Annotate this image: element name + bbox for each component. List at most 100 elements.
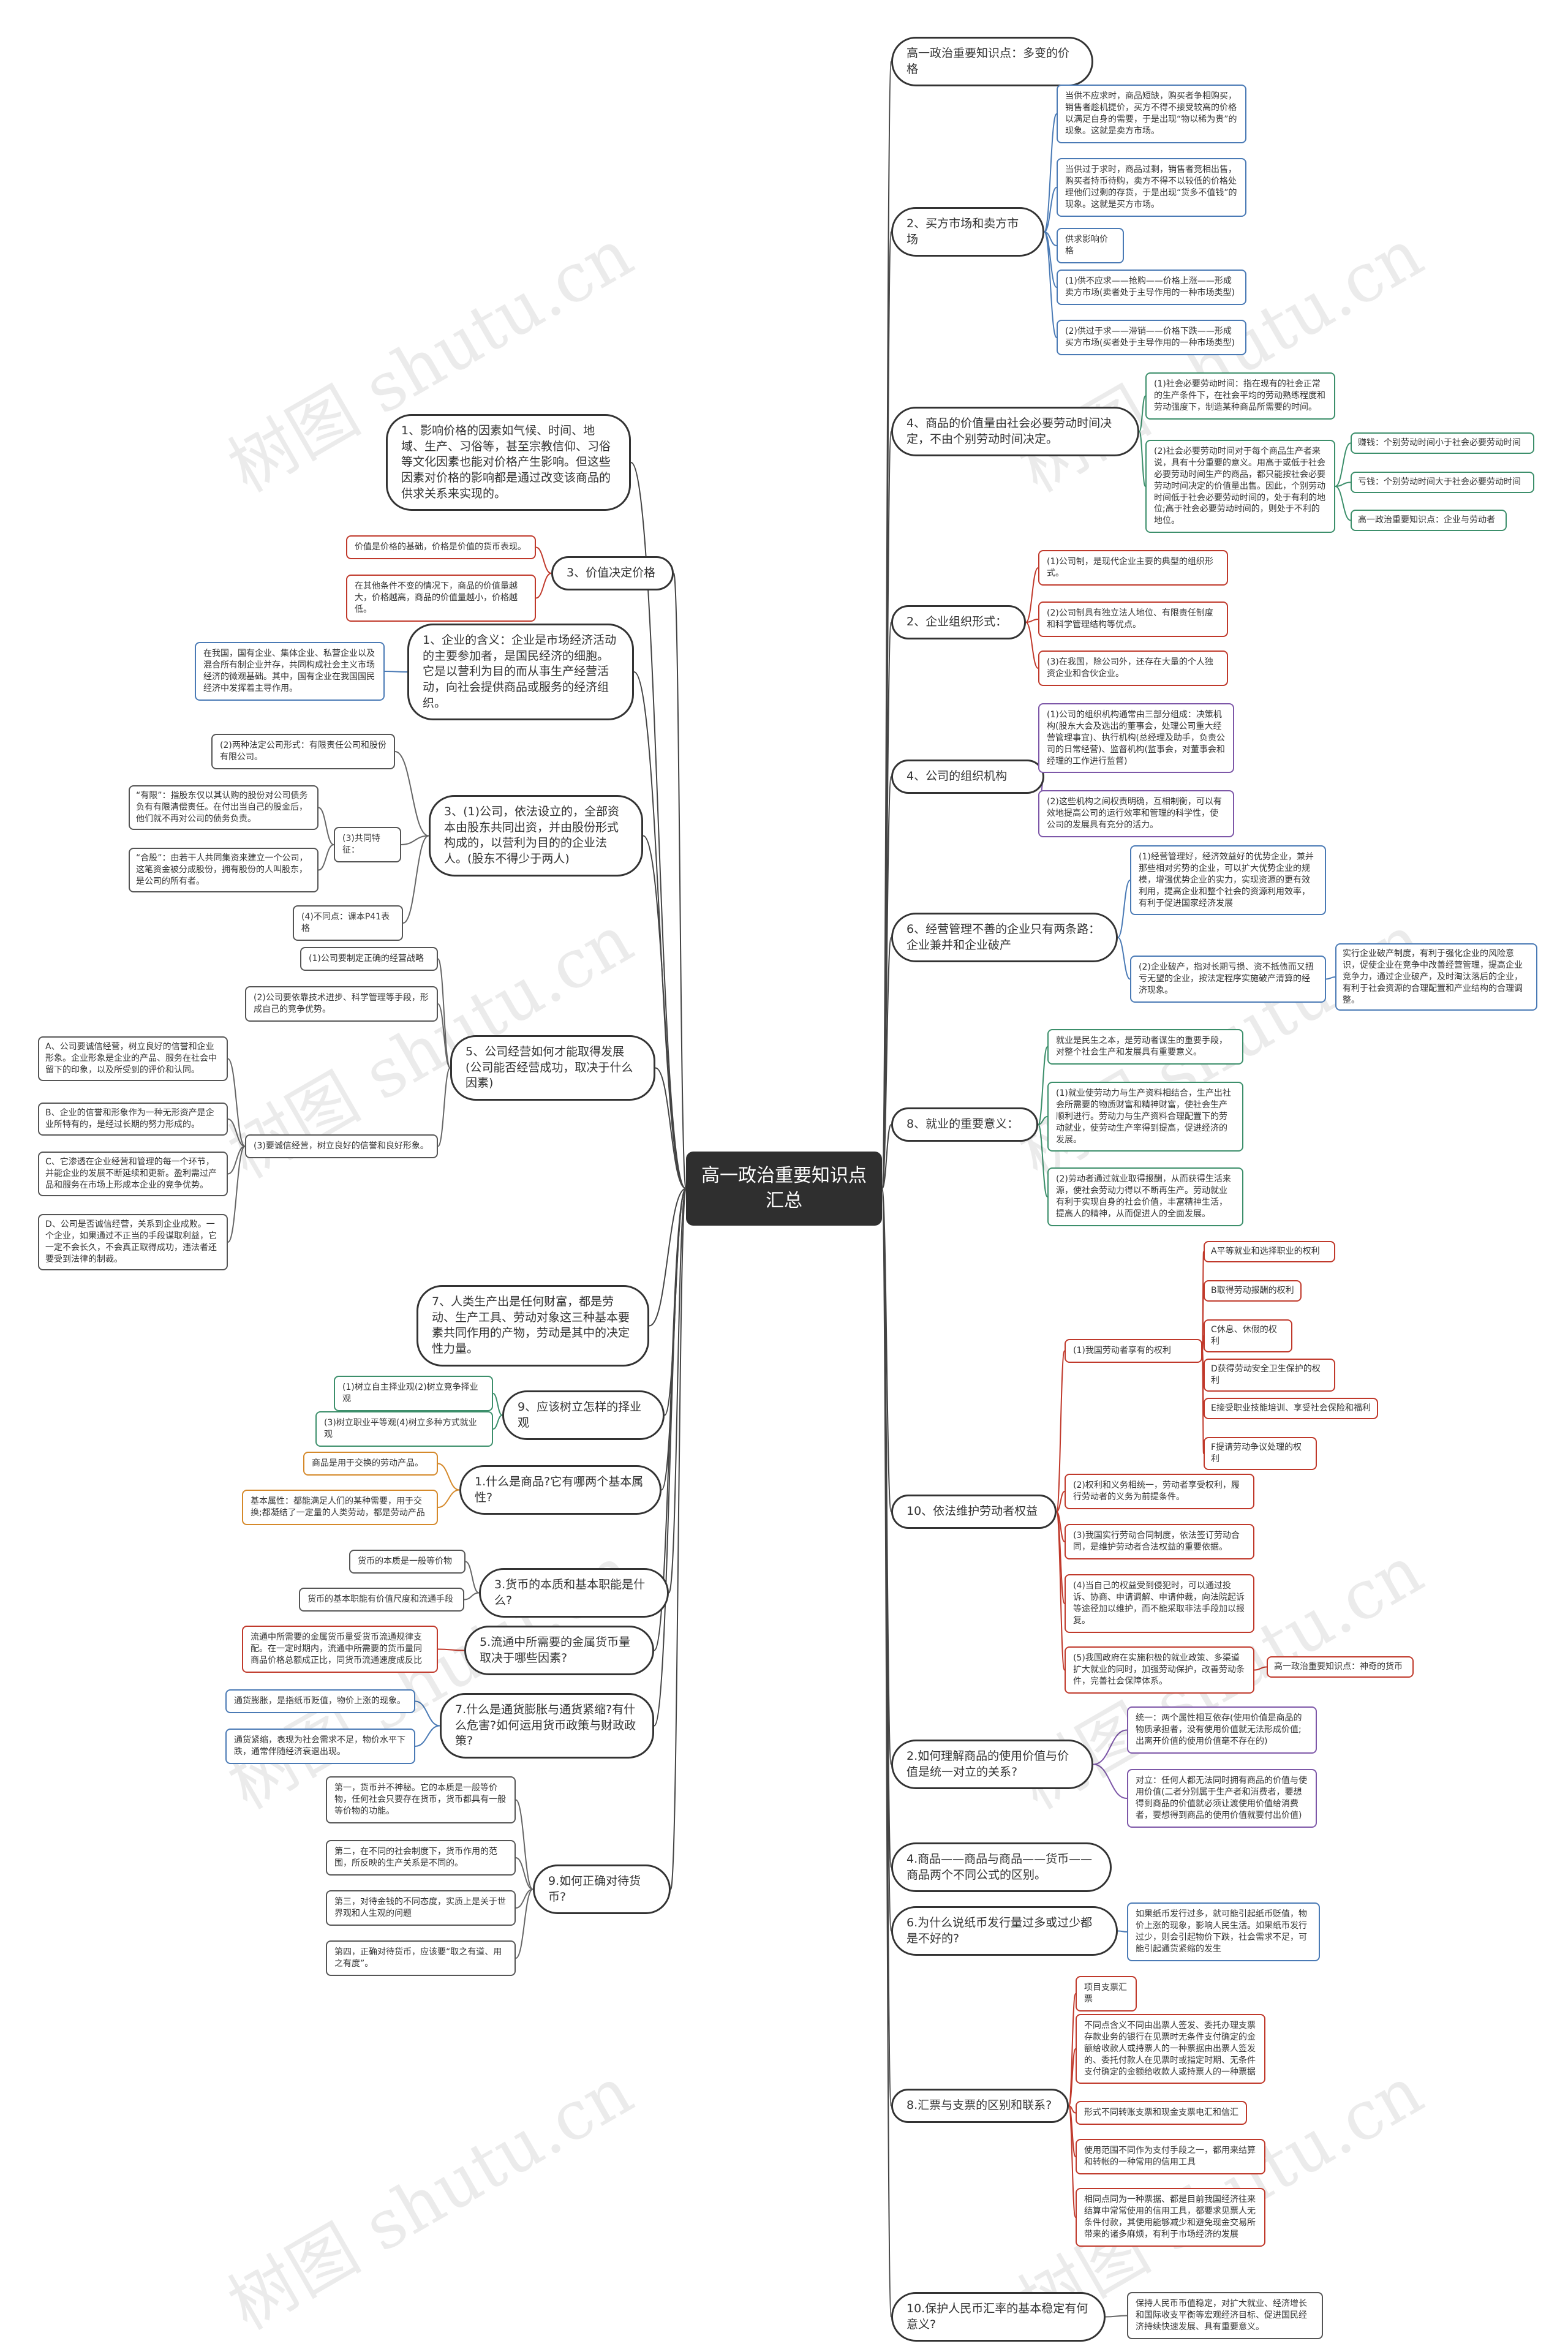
connector xyxy=(1038,1116,1048,1125)
note-money-second: 第二，在不同的社会制度下，货币作用的范围，所反映的生产关系是不同的。 xyxy=(326,1840,516,1876)
note-money-essence: 货币的本质是一般等价物 xyxy=(349,1550,466,1574)
note-commodity-definition: 商品是用于交换的劳动产品。 xyxy=(303,1452,438,1476)
note-shortage: (1)供不应求——抢购——价格上涨——形成卖方市场(卖者处于主导作用的一种市场类… xyxy=(1057,270,1246,305)
topic-money-nature[interactable]: 3.货币的本质和基本职能是什么? xyxy=(479,1568,669,1618)
note-career-view-1: (1)树立自主择业观(2)树立竞争择业观 xyxy=(334,1376,493,1411)
connector xyxy=(670,1188,687,1890)
topic-commodity-formulas[interactable]: 4.商品——商品与商品——货币——商品两个不同公式的区别。 xyxy=(891,1842,1112,1893)
right-rest: C休息、休假的权利 xyxy=(1204,1319,1292,1352)
topic-what-is-commodity[interactable]: 1.什么是商品?它有哪两个基本属性? xyxy=(459,1465,662,1515)
connector xyxy=(654,1188,687,1727)
connector xyxy=(515,1888,533,1959)
connector xyxy=(1117,937,1131,980)
connector xyxy=(415,1725,440,1747)
note-company-organs: (1)公司的组织机构通常由三部分组成：决策机构(股东大会及选出的董事会，处理公司… xyxy=(1038,703,1234,774)
connector xyxy=(1093,1763,1128,1799)
note-limited: “有限”：指股东仅以其认购的股份对公司债务负有有限清偿责任。在付出当自己的股金后… xyxy=(129,785,318,830)
connector xyxy=(1038,1046,1048,1125)
connector xyxy=(515,1857,533,1890)
note-integrity-d: D、公司是否诚信经营，关系到企业成败。一个企业，如果通过不正当的手段谋取利益，它… xyxy=(38,1214,228,1270)
topic-merger-bankruptcy[interactable]: 6、经营管理不善的企业只有两条路：企业兼并和企业破产 xyxy=(891,913,1118,963)
topic-company-development[interactable]: 5、公司经营如何才能取得发展(公司能否经营成功，取决于什么因素) xyxy=(450,1035,655,1101)
note-social-labor-time: (1)社会必要劳动时间：指在现有的社会正常的生产条件下，在社会平均的劳动熟练程度… xyxy=(1145,372,1335,420)
topic-price-factors[interactable]: 1、影响价格的因素如气候、时间、地域、生产、习俗等，甚至宗教信仰、习俗等文化因素… xyxy=(386,414,631,511)
connector xyxy=(394,751,429,837)
connector xyxy=(437,958,451,1069)
connector xyxy=(1068,2105,1076,2218)
note-inflation: 通货膨胀，是指纸币贬值，物价上涨的现象。 xyxy=(225,1689,415,1713)
note-loss: 亏钱：个别劳动时间大于社会必要劳动时间 xyxy=(1351,472,1534,493)
note-integrity-c: C、它渗透在企业经营和管理的每一个环节，并能企业的发展不断延续和更新。盈利需过产… xyxy=(38,1152,228,1196)
note-checks-balances: (2)这些机构之间权责明确，互相制衡，可以有效地提高公司的运行效率和管理的科学性… xyxy=(1038,790,1234,837)
note-buyer-market: 当供过于求时，商品过剩，销售者竞相出售，购买者持币待购，卖方不得不以较低的价格处… xyxy=(1057,158,1246,217)
topic-company-definition[interactable]: 3、(1)公司，依法设立的，全部资本由股东共同出资，并由股份形式构成的，以营利为… xyxy=(429,795,643,877)
connector xyxy=(1117,1930,1128,1932)
note-seller-market: 当供不应求时，商品短缺，购买者争相购买，销售者趁机提价，买方不得不接受较高的价格… xyxy=(1057,85,1246,143)
root-topic[interactable]: 高一政治重要知识点汇总 xyxy=(686,1152,882,1226)
topic-use-value-and-value[interactable]: 2.如何理解商品的使用价值与价值是统一对立的关系? xyxy=(891,1740,1093,1790)
connector xyxy=(492,1414,503,1430)
note-common-features: (3)共同特征： xyxy=(334,827,401,862)
connector xyxy=(881,1188,892,2318)
connector xyxy=(643,835,687,1190)
note-difference-form: 形式不同转账支票和现金支票电汇和信汇 xyxy=(1076,2101,1247,2125)
note-merger: (1)经营管理好，经济效益好的优势企业，兼并那些相对劣势的企业，可以扩大优势企业… xyxy=(1130,845,1326,916)
connector xyxy=(1139,431,1146,487)
topic-career-outlook[interactable]: 9、应该树立怎样的择业观 xyxy=(502,1390,665,1441)
note-rights-defense: (4)当自己的权益受到侵犯时，可以通过投诉、协商、申请调解、申请仲裁，向法院起诉… xyxy=(1065,1574,1254,1633)
note-opposition: 对立：任何人都无法同时拥有商品的价值与使用价值(二者分别属于生产者和消费者，要想… xyxy=(1127,1769,1317,1828)
right-remuneration: B取得劳动报酬的权利 xyxy=(1204,1280,1302,1302)
topic-inflation-deflation[interactable]: 7.什么是通货膨胀与通货紧缩?有什么危害?如何运用货币政策与财政政策? xyxy=(440,1693,654,1759)
connector xyxy=(1093,1729,1128,1765)
topic-money-circulation[interactable]: 5.流通中所需要的金属货币量取决于哪些因素? xyxy=(464,1626,654,1676)
connector xyxy=(655,1067,687,1190)
note-commodity-attributes: 基本属性：都能满足人们的某种需要，用于交换;都凝结了一定量的人类劳动，都是劳动产… xyxy=(242,1490,438,1525)
connector xyxy=(535,546,552,574)
note-differences: (4)不同点：课本P41表格 xyxy=(293,905,403,941)
note-enterprise-types: 在我国，国有企业、集体企业、私营企业以及混合所有制企业并存，共同构成社会主义市场… xyxy=(195,642,385,701)
topic-labor-rights[interactable]: 10、依法维护劳动者权益 xyxy=(891,1495,1057,1529)
note-value-basis: 价值是价格的基础，价格是价值的货币表现。 xyxy=(346,535,536,559)
connector xyxy=(1105,2315,1128,2318)
topic-exchange-rate-stability[interactable]: 10.保护人民币汇率的基本稳定有何意义? xyxy=(891,2292,1106,2342)
note-employment-production: (1)就业使劳动力与生产资料相结合，生产出社会所需要的物质财富和精神财富，使社会… xyxy=(1047,1082,1243,1152)
connector xyxy=(384,671,408,673)
topic-production-elements[interactable]: 7、人类生产出是任何财富，都是劳动、生产工具、劳动对象这三种基本要素共同作用的产… xyxy=(417,1285,649,1367)
note-surplus: (2)供过于求——滞销——价格下跌——形成买方市场(买者处于主导作用的一种市场类… xyxy=(1057,320,1246,355)
topic-enterprise-meaning[interactable]: 1、企业的含义：企业是市场经济活动的主要参加者，是国民经济的细胞。它是以营利为目… xyxy=(407,624,634,721)
connector xyxy=(1025,619,1039,623)
topic-employment-significance[interactable]: 8、就业的重要意义： xyxy=(891,1107,1038,1142)
connector xyxy=(227,1145,246,1175)
topic-buyer-seller-market[interactable]: 2、买方市场和卖方市场 xyxy=(891,207,1044,257)
topic-money-attitude[interactable]: 9.如何正确对待货币? xyxy=(533,1864,671,1915)
note-integrity-b: B、企业的信誉和形象作为一种无形资产是企业所特有的，是经过长期的努力形成的。 xyxy=(38,1103,228,1136)
note-labor-contract: (3)我国实行劳动合同制度，依法签订劳动合同，是维护劳动者合法权益的重要依据。 xyxy=(1065,1524,1254,1559)
note-money-topic: 高一政治重要知识点：神奇的货币 xyxy=(1267,1656,1414,1678)
connector xyxy=(1139,395,1146,432)
connector xyxy=(1025,567,1039,623)
connector xyxy=(673,573,687,1190)
right-dispute: F提请劳动争议处理的权利 xyxy=(1204,1437,1317,1470)
topic-value-determination[interactable]: 4、商品的价值量由社会必要劳动时间决定，不由个别劳动时间决定。 xyxy=(891,407,1139,457)
connector xyxy=(1044,231,1057,338)
note-deflation: 通货紧缩，表现为社会需求不足，物价水平下跌，通常伴随经济衰退出现。 xyxy=(225,1729,415,1764)
connector xyxy=(649,1188,687,1327)
connector xyxy=(437,1003,451,1069)
note-integrity: (3)要诚信经营，树立良好的信誉和良好形象。 xyxy=(245,1134,438,1158)
note-career-view-2: (3)树立职业平等观(4)树立多种方式就业观 xyxy=(315,1411,493,1447)
topic-company-structure[interactable]: 4、公司的组织机构 xyxy=(891,760,1044,794)
topic-draft-vs-check[interactable]: 8.汇票与支票的区别和联系? xyxy=(891,2089,1069,2123)
connector xyxy=(881,1124,892,1190)
topic-paper-money-issuance[interactable]: 6.为什么说纸币发行量过多或过少都是不好的? xyxy=(891,1906,1118,1956)
connector xyxy=(1044,113,1057,233)
topic-price-variation[interactable]: 高一政治重要知识点：多变的价格 xyxy=(891,37,1093,87)
note-company-system: (1)公司制，是现代企业主要的典型的组织形式。 xyxy=(1038,550,1228,586)
note-sole-proprietorship: (3)在我国，除公司外，还存在大量的个人独资企业和合伙企业。 xyxy=(1038,650,1228,686)
connector xyxy=(1335,442,1351,487)
note-enterprise-labor: 高一政治重要知识点：企业与劳动者 xyxy=(1351,510,1507,531)
note-difference-meaning: 不同点含义不同由出票人签发、委托办理支票存款业务的银行在见票时无条件支付确定的金… xyxy=(1076,2014,1265,2084)
connector xyxy=(492,1393,503,1416)
topic-enterprise-forms[interactable]: 2、企业组织形式： xyxy=(891,605,1026,639)
topic-value-determines-price[interactable]: 3、价值决定价格 xyxy=(551,556,674,590)
note-unity: 统一：两个属性相互依存(使用价值是商品的物质承担者，没有使用价值就无法形成价值;… xyxy=(1127,1706,1317,1754)
